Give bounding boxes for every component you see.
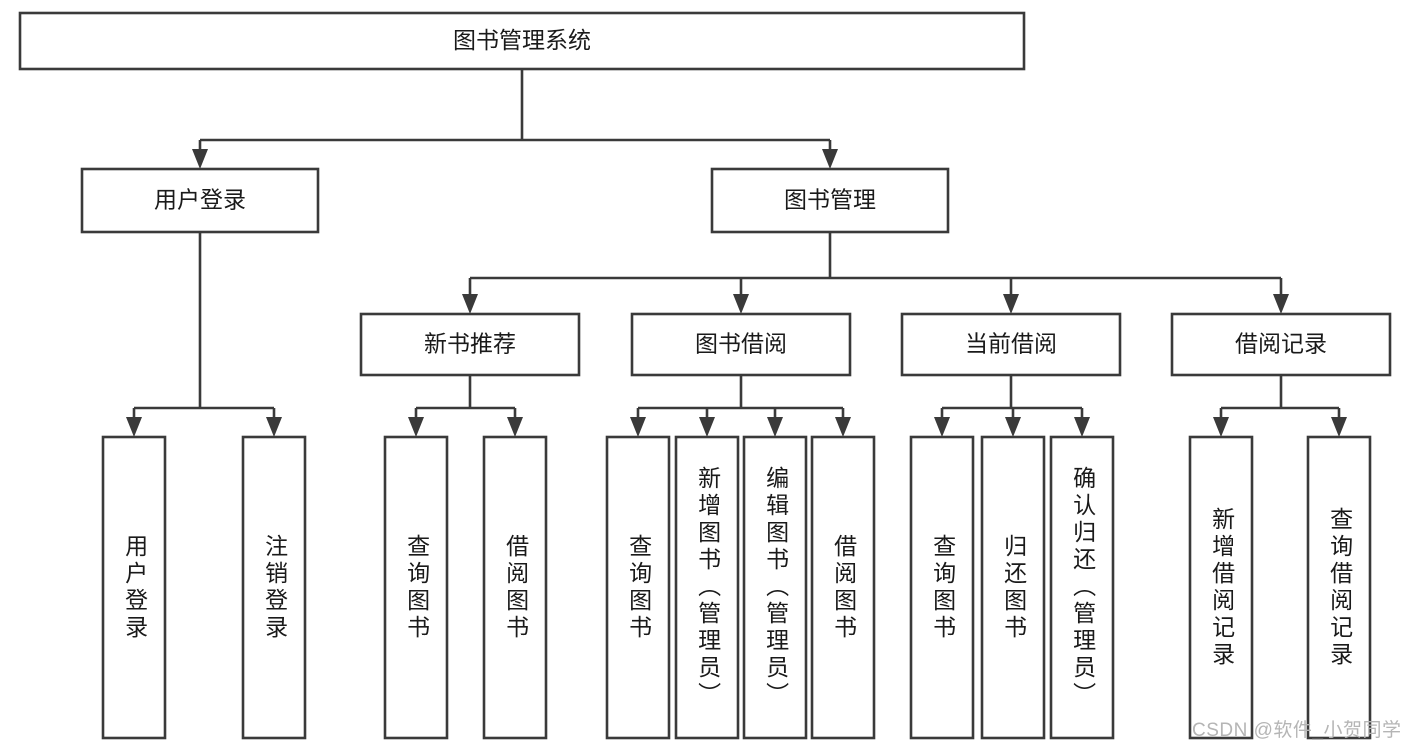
node-level2-label-1: 图书管理 bbox=[784, 187, 876, 213]
connector-arrow bbox=[1003, 294, 1019, 314]
node-leaf-1[interactable] bbox=[241, 435, 307, 740]
node-leaf-2[interactable] bbox=[383, 435, 449, 740]
node-level3-2[interactable] bbox=[900, 312, 1122, 377]
node-level3-label-3: 借阅记录 bbox=[1235, 331, 1327, 357]
csdn-watermark: CSDN @软件_小贺同学 bbox=[1192, 720, 1402, 741]
node-leaf-4[interactable] bbox=[605, 435, 671, 740]
connector-arrow bbox=[699, 417, 715, 437]
connector-arrow bbox=[507, 417, 523, 437]
node-level3-label-1: 图书借阅 bbox=[695, 331, 787, 357]
node-leaf-9[interactable] bbox=[980, 435, 1046, 740]
node-level3-1[interactable] bbox=[630, 312, 852, 377]
connector-arrow bbox=[126, 417, 142, 437]
node-level2-0[interactable] bbox=[80, 167, 320, 234]
node-level3-0[interactable] bbox=[359, 312, 581, 377]
connector-arrow bbox=[1331, 417, 1347, 437]
connector-arrow bbox=[266, 417, 282, 437]
node-leaf-7[interactable] bbox=[810, 435, 876, 740]
node-leaf-3[interactable] bbox=[482, 435, 548, 740]
node-leaf-11[interactable] bbox=[1188, 435, 1254, 740]
connector-arrow bbox=[1074, 417, 1090, 437]
node-box-layer bbox=[18, 11, 1392, 740]
node-leaf-6[interactable] bbox=[742, 435, 808, 740]
connector-arrow bbox=[408, 417, 424, 437]
node-leaf-12[interactable] bbox=[1306, 435, 1372, 740]
node-root-system-label: 图书管理系统 bbox=[453, 27, 591, 53]
node-leaf-5[interactable] bbox=[674, 435, 740, 740]
connector-arrow bbox=[822, 149, 838, 169]
connector-arrow bbox=[462, 294, 478, 314]
connector-layer bbox=[126, 69, 1347, 437]
node-leaf-8[interactable] bbox=[909, 435, 975, 740]
node-level3-label-0: 新书推荐 bbox=[424, 331, 516, 357]
node-leaf-0[interactable] bbox=[101, 435, 167, 740]
node-level2-label-0: 用户登录 bbox=[154, 187, 246, 213]
connector-arrow bbox=[934, 417, 950, 437]
connector-arrow bbox=[1273, 294, 1289, 314]
connector-arrow bbox=[1005, 417, 1021, 437]
connector-arrow bbox=[733, 294, 749, 314]
connector-arrow bbox=[835, 417, 851, 437]
node-level3-label-2: 当前借阅 bbox=[965, 331, 1057, 357]
connector-arrow bbox=[630, 417, 646, 437]
node-leaf-10[interactable] bbox=[1049, 435, 1115, 740]
node-root-system[interactable] bbox=[18, 11, 1026, 71]
node-level3-3[interactable] bbox=[1170, 312, 1392, 377]
node-level2-1[interactable] bbox=[710, 167, 950, 234]
connector-arrow bbox=[192, 149, 208, 169]
connector-arrow bbox=[767, 417, 783, 437]
connector-arrow bbox=[1213, 417, 1229, 437]
